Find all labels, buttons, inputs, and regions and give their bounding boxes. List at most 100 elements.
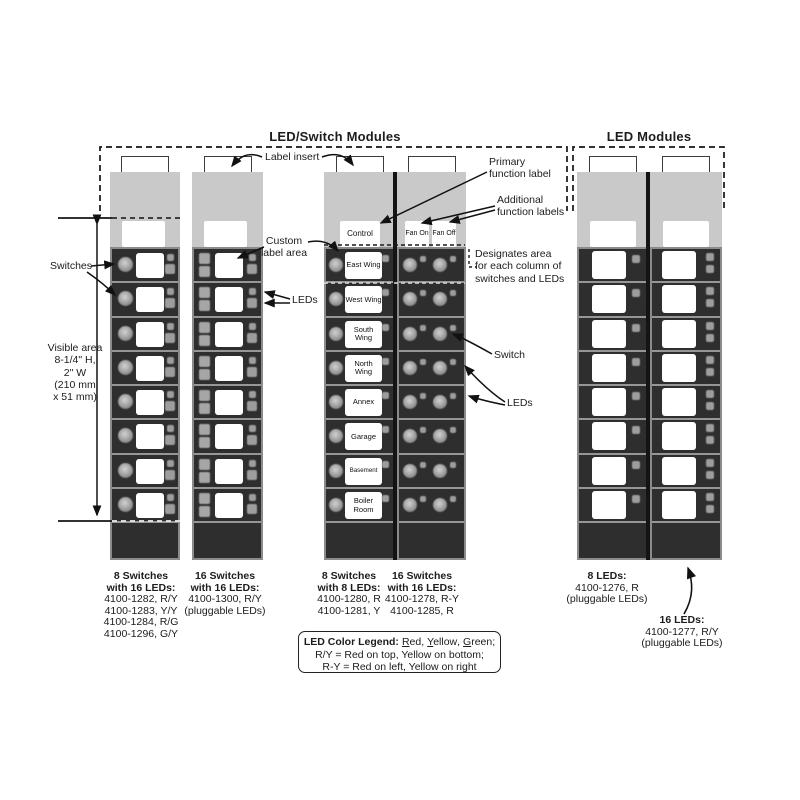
custom-label-area [136, 424, 164, 450]
switch-button-icon [329, 292, 343, 307]
module-row [652, 249, 720, 284]
module-row [112, 386, 178, 421]
switch-button-icon [118, 394, 133, 410]
led-indicator-icon [706, 321, 714, 330]
module-row [399, 318, 464, 352]
module-row: Basement [326, 455, 393, 490]
led-indicator-icon [167, 356, 174, 364]
led-indicator-icon [706, 470, 714, 479]
led-indicator-icon [382, 255, 389, 262]
led-indicator-icon [420, 290, 426, 297]
module-row [112, 283, 178, 318]
led-indicator-icon [247, 298, 257, 309]
primary-label-blank [663, 221, 709, 247]
label-insert-area [577, 172, 648, 247]
custom-label-area [136, 253, 164, 278]
module-row [112, 489, 178, 524]
module-divider [393, 172, 397, 560]
leds-annotation-left: LEDs [292, 294, 318, 306]
led-indicator-icon [450, 427, 456, 434]
caption-16sw-16led-b: 16 Switches with 16 LEDs: 4100-1278, R-Y… [384, 570, 460, 617]
custom-label: Annex [345, 389, 382, 417]
custom-label: North Wing [345, 354, 382, 382]
led-indicator-icon [450, 290, 456, 297]
led-indicator-icon [632, 323, 640, 332]
additional-function-annotation: Additional function labels [497, 194, 565, 219]
module-16-leds [650, 155, 722, 560]
led-indicator-icon [247, 504, 257, 515]
module-8-switches-8-leds: Control East Wing West Wing South Wing N… [324, 155, 395, 560]
module-row [194, 386, 261, 421]
custom-label-area [215, 493, 243, 519]
label-insert-tab [662, 156, 710, 173]
led-indicator-icon [706, 367, 714, 376]
switch-button-icon [433, 258, 447, 272]
led-indicator-icon [247, 264, 257, 274]
custom-label-area [215, 424, 243, 450]
switch-button-icon [118, 428, 133, 444]
custom-label-area [592, 388, 626, 417]
leds-left-arrow-1 [263, 290, 291, 300]
module-row [652, 420, 720, 455]
module-row [652, 455, 720, 490]
custom-label-area [662, 491, 696, 520]
custom-label-area [592, 319, 626, 348]
label-insert-tab [335, 156, 384, 173]
module-row [399, 489, 464, 524]
switch-led-panel [110, 247, 180, 560]
module-row [399, 420, 464, 455]
custom-label: Boiler Room [345, 492, 382, 520]
switch-button-icon [403, 326, 417, 341]
led-indicator-icon [249, 425, 256, 433]
led-indicator-icon [249, 494, 256, 502]
module-row [194, 455, 261, 490]
led-indicator-icon [706, 505, 714, 514]
led-indicator-icon [167, 494, 174, 502]
switch-button-icon [199, 355, 210, 367]
led-indicator-icon [165, 435, 175, 446]
led-indicator-icon [420, 427, 426, 434]
custom-label-area [592, 285, 626, 314]
module-row [579, 318, 646, 352]
module-row [112, 420, 178, 455]
module-row: East Wing [326, 249, 393, 284]
led-indicator-icon [165, 264, 175, 274]
led-indicator-icon [706, 458, 714, 467]
module-row: West Wing [326, 283, 393, 318]
led-indicator-icon [706, 265, 714, 273]
caption-8led: 8 LEDs: 4100-1276, R (pluggable LEDs) [566, 570, 648, 606]
led-color-legend: LED Color Legend:Red,Yellow,Green; R/Y =… [298, 631, 501, 673]
label-insert-tab [407, 156, 456, 173]
module-8-leds [577, 155, 648, 560]
module-row [579, 352, 646, 387]
primary-function-label: Control [340, 221, 380, 247]
custom-label-area [215, 321, 243, 347]
switch-button-icon [199, 437, 210, 449]
switch-button-icon [329, 498, 343, 513]
switch-button-icon [199, 493, 210, 505]
custom-label-area [136, 390, 164, 416]
switch-button-icon [118, 359, 133, 375]
switch-led-panel [397, 247, 466, 560]
switch-button-icon [199, 403, 210, 415]
led-indicator-icon [450, 393, 456, 400]
custom-label-area [215, 458, 243, 484]
led-indicator-icon [632, 392, 640, 401]
led-indicator-icon [450, 324, 456, 331]
module-row [399, 249, 464, 284]
caption-8sw-8led: 8 Switches with 8 LEDs: 4100-1280, R 410… [317, 570, 381, 617]
leds-annotation-right: LEDs [507, 397, 533, 409]
led-indicator-icon [167, 254, 174, 261]
module-row [652, 283, 720, 318]
switch-button-icon [199, 368, 210, 380]
led-indicator-icon [249, 356, 256, 364]
led-indicator-icon [165, 366, 175, 377]
led-indicator-icon [706, 390, 714, 399]
primary-label-blank [122, 221, 165, 247]
caption-16sw-16led: 16 Switches with 16 LEDs: 4100-1300, R/Y… [184, 570, 266, 617]
switch-button-icon [118, 257, 133, 272]
caption-16led: 16 LEDs: 4100-1277, R/Y (pluggable LEDs) [641, 614, 723, 650]
led-indicator-icon [450, 358, 456, 365]
label-insert-area: Control [324, 172, 395, 247]
led-indicator-icon [706, 402, 714, 411]
